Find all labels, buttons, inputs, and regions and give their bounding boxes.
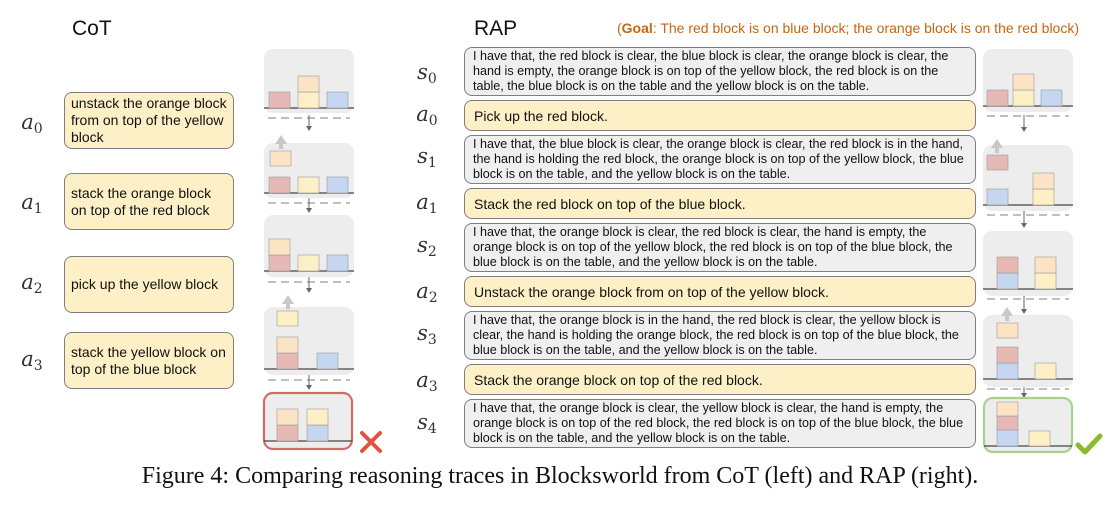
rap-state-box: I have that, the orange block is clear, …: [464, 223, 976, 272]
rap-symbol-a1: a1: [416, 190, 438, 217]
cross-icon: [360, 431, 382, 453]
blue-block: [306, 424, 329, 442]
blue-block: [326, 91, 349, 109]
orange-block: [1032, 172, 1055, 190]
red-block: [996, 346, 1019, 364]
yellow-block: [297, 91, 320, 109]
red-block: [276, 352, 299, 370]
cot-symbol-a3: a3: [21, 347, 43, 374]
rap-action-box: Stack the red block on top of the blue b…: [464, 188, 976, 219]
rap-action-box: Pick up the red block.: [464, 100, 976, 131]
cot-action-box: stack the yellow block on top of the blu…: [64, 332, 234, 389]
red-block: [996, 256, 1019, 274]
cot-action-box: pick up the yellow block: [64, 256, 234, 313]
yellow-block: [1034, 272, 1057, 290]
cot-symbol-a2: a2: [21, 270, 43, 297]
orange-block: [268, 238, 291, 256]
goal-text: (Goal: The red block is on blue block; t…: [617, 20, 1079, 36]
rap-state-box: I have that, the blue block is clear, th…: [464, 135, 976, 184]
red-block: [986, 89, 1009, 107]
state-panel: [983, 231, 1073, 296]
rap-symbol-s2: s2: [417, 233, 437, 260]
orange-block: [297, 75, 320, 93]
cot-blocks-illustration: [262, 49, 382, 453]
yellow-block: [297, 254, 320, 272]
rap-action-box: Stack the orange block on top of the red…: [464, 364, 976, 395]
rap-state-box: I have that, the red block is clear, the…: [464, 47, 976, 96]
red-block: [996, 415, 1019, 431]
rap-state-box: I have that, the orange block is in the …: [464, 311, 976, 360]
cot-symbol-a0: a0: [21, 110, 43, 137]
blue-block: [326, 176, 349, 194]
goal-label: Goal: [621, 20, 653, 36]
lift-arrow: [991, 139, 1003, 153]
blue-block: [996, 272, 1019, 290]
yellow-block: [276, 310, 299, 327]
blue-block: [996, 429, 1019, 447]
yellow-block: [306, 408, 329, 426]
yellow-block: [1032, 188, 1055, 206]
blue-block: [326, 254, 349, 272]
cot-action-box: stack the orange block on top of the red…: [64, 173, 234, 230]
yellow-block: [297, 176, 320, 194]
orange-block: [276, 408, 299, 426]
orange-block: [1034, 256, 1057, 274]
rap-symbol-a0: a0: [416, 102, 438, 129]
rap-symbol-s0: s0: [417, 60, 437, 87]
rap-symbol-s1: s1: [417, 144, 437, 171]
red-block: [268, 91, 291, 109]
figure-caption: Figure 4: Comparing reasoning traces in …: [141, 463, 979, 489]
check-icon: [1075, 433, 1103, 455]
lift-arrow: [282, 295, 294, 309]
rap-state-box: I have that, the orange block is clear, …: [464, 399, 976, 448]
cot-symbol-a1: a1: [21, 190, 43, 217]
blue-block: [316, 352, 339, 370]
yellow-block: [1012, 89, 1035, 107]
rap-symbol-s3: s3: [417, 321, 437, 348]
blue-block: [986, 188, 1009, 206]
yellow-block: [1028, 430, 1051, 447]
rap-symbol-a2: a2: [416, 279, 438, 306]
orange-block: [276, 336, 299, 354]
red-block: [276, 424, 299, 442]
red-block: [268, 254, 291, 272]
lift-arrow: [275, 135, 287, 149]
rap-symbol-a3: a3: [416, 368, 438, 395]
rap-title: RAP: [474, 17, 518, 40]
orange-block: [1012, 73, 1035, 91]
state-panel: [983, 315, 1073, 387]
orange-block: [996, 322, 1019, 339]
rap-symbol-s4: s4: [417, 410, 437, 437]
orange-block: [269, 150, 292, 167]
cot-action-box: unstack the orange block from on top of …: [64, 92, 234, 149]
orange-block: [996, 401, 1019, 417]
rap-blocks-illustration: [982, 49, 1103, 455]
blue-block: [996, 362, 1019, 380]
lift-arrow: [1001, 307, 1013, 321]
yellow-block: [1034, 362, 1057, 380]
red-block: [268, 176, 291, 194]
goal-open: (: [617, 20, 622, 36]
rap-action-box: Unstack the orange block from on top of …: [464, 276, 976, 307]
red-block: [986, 154, 1009, 171]
cot-title: CoT: [72, 17, 112, 40]
blue-block: [1040, 89, 1063, 107]
goal-body: : The red block is on blue block; the or…: [652, 20, 1080, 36]
